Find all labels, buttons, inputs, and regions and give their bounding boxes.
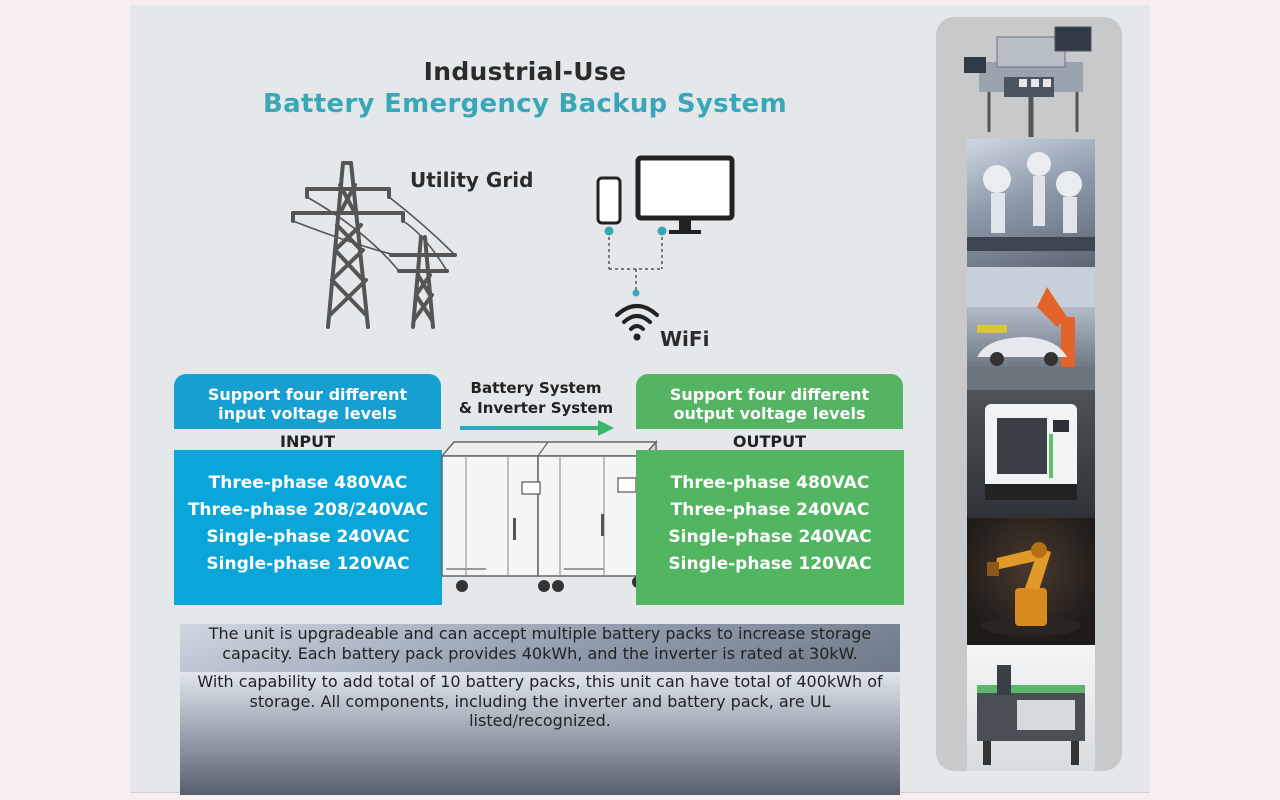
transmission-tower-icon	[291, 161, 457, 329]
output-level: Three-phase 240VAC	[670, 500, 870, 520]
input-level: Single-phase 240VAC	[206, 527, 410, 547]
output-level: Three-phase 480VAC	[670, 473, 870, 493]
output-level: Single-phase 240VAC	[668, 527, 872, 547]
output-label: OUTPUT	[732, 432, 807, 451]
input-level: Single-phase 120VAC	[206, 554, 410, 574]
phone-icon	[596, 176, 622, 225]
connection-lines	[604, 226, 667, 297]
monitor-icon	[635, 155, 735, 234]
battery-cabinet-illustration	[440, 439, 658, 592]
input-header: Support four different input voltage lev…	[174, 374, 441, 429]
input-header-line2: input voltage levels	[218, 404, 397, 423]
page-subtitle: Battery Emergency Backup System	[263, 89, 787, 119]
input-level: Three-phase 208/240VAC	[187, 500, 429, 520]
system-title: Battery System & Inverter System	[446, 378, 626, 418]
input-label: INPUT	[280, 432, 335, 451]
output-header-line2: output voltage levels	[673, 404, 866, 423]
output-levels-box: Three-phase 480VAC Three-phase 240VAC Si…	[636, 450, 904, 605]
input-level: Three-phase 480VAC	[208, 473, 408, 493]
description-paragraph: With capability to add total of 10 batte…	[180, 672, 900, 795]
robotic-arms-photo	[967, 139, 1095, 267]
wifi-icon	[615, 304, 659, 341]
page-title: Industrial-Use	[423, 57, 627, 86]
utility-grid-label: Utility Grid	[410, 168, 534, 192]
car-factory-robot-photo	[967, 267, 1095, 390]
cnc-router-machine-photo	[967, 645, 1095, 771]
brochure-page: Industrial-Use Battery Emergency Backup …	[130, 5, 1150, 795]
wifi-label: WiFi	[660, 327, 710, 351]
output-header: Support four different output voltage le…	[636, 374, 903, 429]
system-title-line2: & Inverter System	[458, 399, 614, 417]
industrial-robot-arm-photo	[967, 518, 1095, 645]
system-title-line1: Battery System	[470, 379, 602, 397]
arrow-right-icon	[460, 420, 614, 436]
automation-line-photo	[959, 17, 1103, 139]
cnc-machine-photo	[967, 390, 1095, 518]
input-header-line1: Support four different	[207, 385, 408, 404]
output-level: Single-phase 120VAC	[668, 554, 872, 574]
input-levels-box: Three-phase 480VAC Three-phase 208/240VA…	[174, 450, 442, 605]
output-header-line1: Support four different	[669, 385, 870, 404]
